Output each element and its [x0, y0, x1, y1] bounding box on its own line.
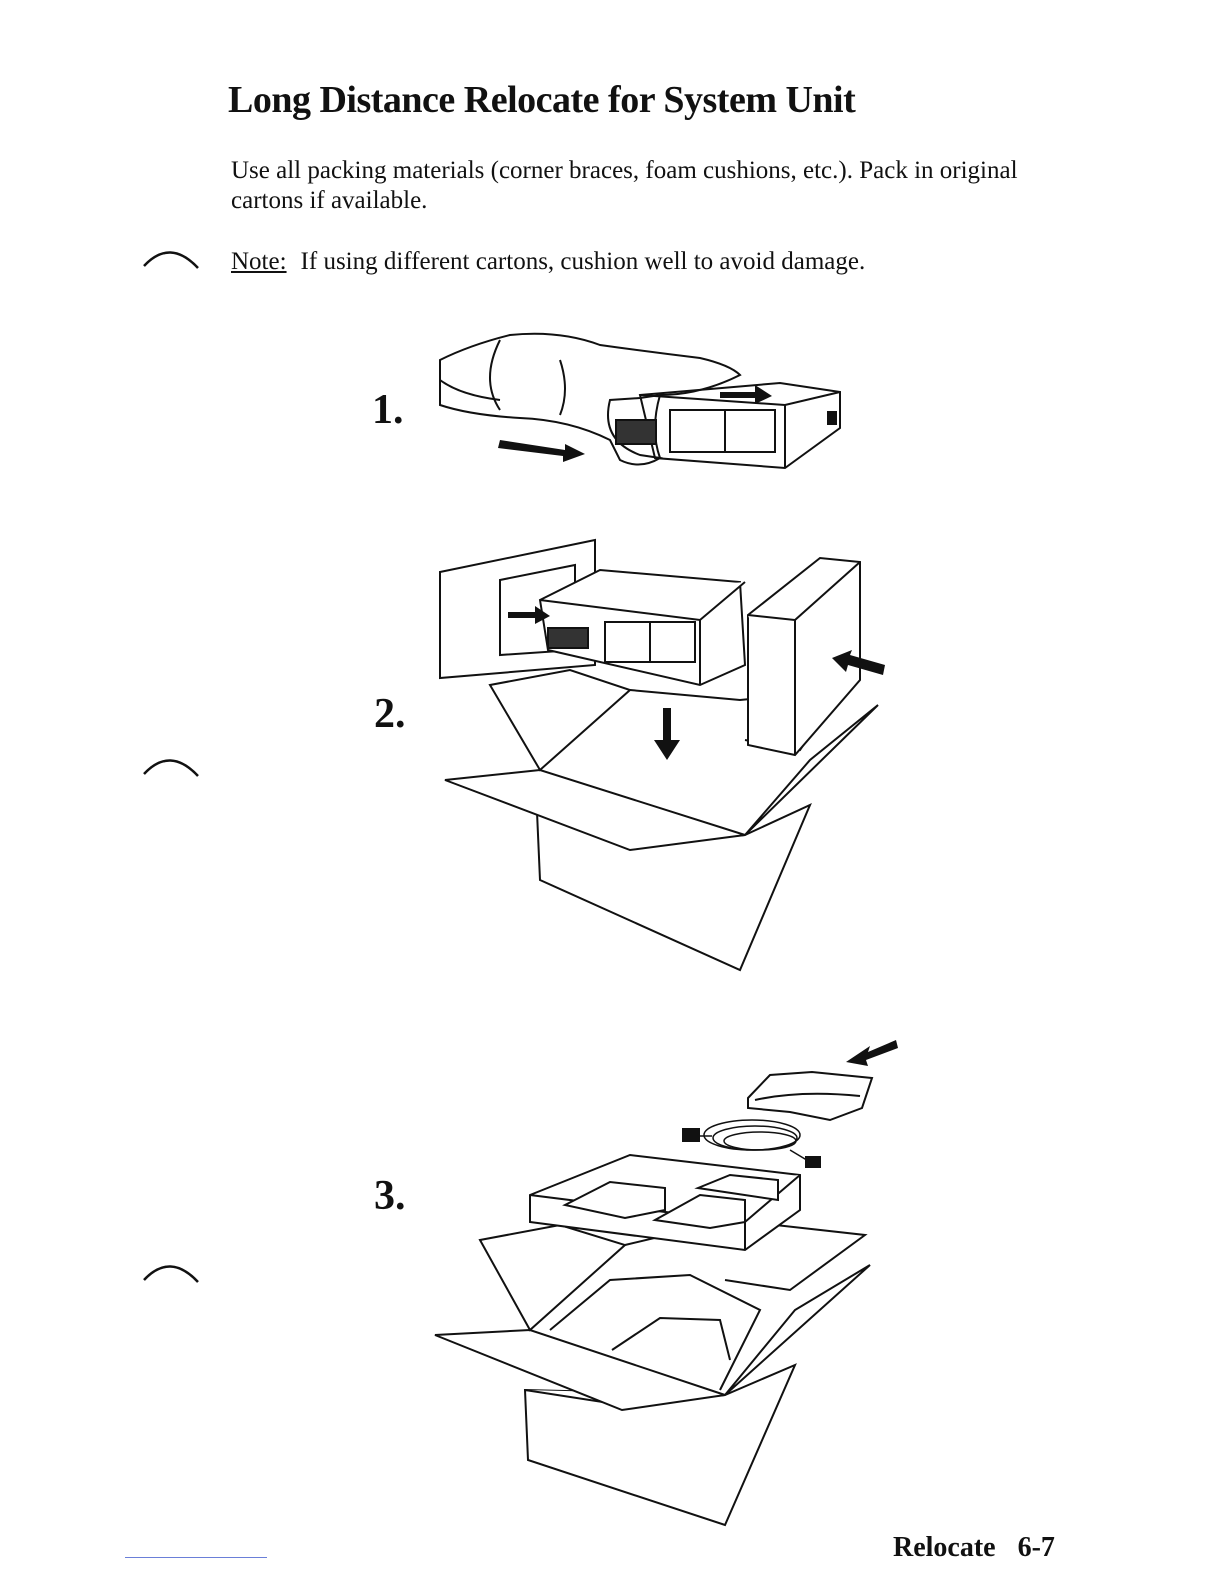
page-footer: Relocate 6-7	[893, 1532, 1055, 1564]
bottom-rule	[125, 1557, 267, 1558]
footer-page-number: 6-7	[1018, 1532, 1055, 1563]
footer-section: Relocate	[893, 1532, 996, 1563]
